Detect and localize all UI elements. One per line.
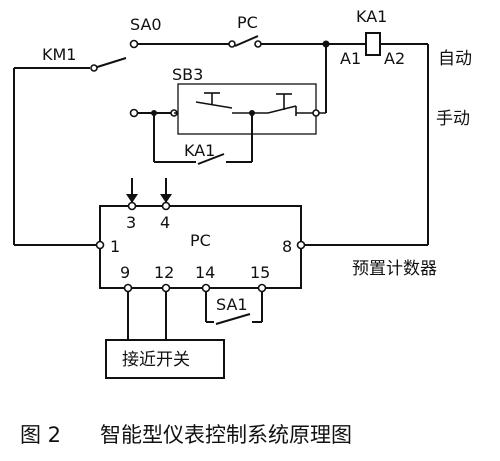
figure-title: 智能型仪表控制系统原理图: [100, 423, 352, 447]
label-pin14: 14: [195, 263, 215, 282]
label-manual: 手动: [436, 109, 470, 129]
label-pin3: 3: [126, 213, 136, 232]
label-a1: A1: [340, 49, 361, 68]
figure-number: 图 2: [20, 423, 61, 447]
label-ka1-contact: KA1: [184, 141, 215, 160]
pc-contact-right: [254, 40, 262, 48]
label-km1: KM1: [42, 45, 76, 64]
manual-terminal: [129, 108, 139, 118]
sa0-terminal: [129, 39, 139, 49]
label-sa1: SA1: [216, 295, 248, 314]
label-a2: A2: [384, 49, 405, 68]
label-auto: 自动: [438, 49, 472, 69]
label-sb3: SB3: [172, 65, 203, 84]
ka1-coil: [365, 32, 381, 56]
pc-contact-left: [228, 40, 236, 48]
label-preset-counter: 预置计数器: [352, 259, 437, 279]
label-pin12: 12: [154, 263, 174, 282]
sb3-line: [129, 44, 327, 165]
sb3-box: [177, 83, 317, 135]
label-proximity-switch: 接近开关: [122, 350, 190, 370]
km1-contact-node: [90, 64, 98, 72]
km1-line: [13, 57, 127, 246]
label-sa0: SA0: [130, 15, 162, 34]
top-line: [129, 32, 428, 56]
label-pin15: 15: [250, 263, 270, 282]
label-pin4: 4: [160, 213, 170, 232]
proximity-switch-box: [105, 339, 225, 379]
label-pc-contact: PC: [237, 13, 258, 32]
pc-counter-block: [95, 178, 306, 293]
label-pin8: 8: [282, 237, 292, 256]
label-pin1: 1: [110, 237, 120, 256]
bottom-wiring: [105, 291, 263, 379]
label-pc-block: PC: [190, 231, 211, 250]
label-pin9: 9: [120, 263, 130, 282]
label-ka1-coil: KA1: [356, 7, 387, 26]
